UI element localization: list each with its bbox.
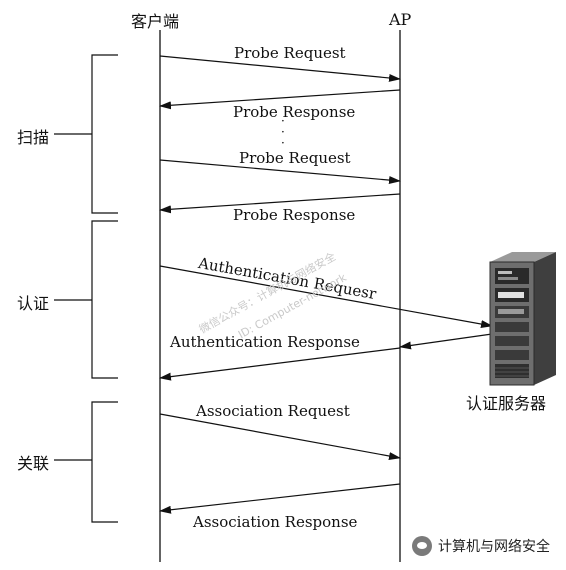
auth-request-arrow <box>159 265 493 328</box>
probe-request-1-arrow <box>159 55 401 82</box>
brand-badge: 计算机与网络安全 <box>412 536 550 556</box>
scan-bracket <box>91 54 118 214</box>
auth-response-arrow-server <box>399 333 493 350</box>
client-label: 客户端 <box>131 12 180 31</box>
probe-request-2-arrow <box>159 159 401 185</box>
assoc-response-arrow <box>159 483 401 514</box>
probe-request-2-label: Probe Request <box>239 149 351 167</box>
ap-label: AP <box>389 10 412 29</box>
assoc-phase-label: 关联 <box>17 454 50 473</box>
brand-label: 计算机与网络安全 <box>438 539 550 555</box>
auth-response-label: Authentication Response <box>170 333 360 351</box>
scan-phase-label: 扫描 <box>17 128 50 147</box>
auth-phase-label: 认证 <box>17 294 50 313</box>
server-icon <box>489 252 556 386</box>
probe-response-1-label: Probe Response <box>233 103 356 121</box>
auth-bracket <box>91 220 118 379</box>
ellipsis-label: · · · <box>281 114 285 150</box>
probe-response-2-label: Probe Response <box>233 206 356 224</box>
assoc-response-label: Association Response <box>193 513 358 531</box>
auth-server-label: 认证服务器 <box>466 394 547 413</box>
assoc-request-arrow <box>159 413 401 460</box>
assoc-request-label: Association Request <box>196 402 350 420</box>
auth-response-arrow <box>159 347 401 381</box>
probe-response-2-arrow <box>159 193 401 214</box>
assoc-bracket <box>91 401 118 523</box>
probe-response-1-arrow <box>159 89 401 110</box>
wechat-logo-icon <box>412 536 432 556</box>
probe-request-1-label: Probe Request <box>234 44 346 62</box>
